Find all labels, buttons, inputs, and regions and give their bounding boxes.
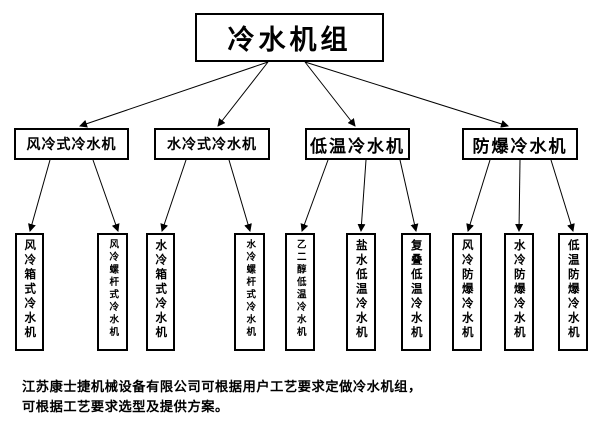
connector-cat4-leaf-2 bbox=[515, 159, 524, 232]
connector-cat4-leaf-3 bbox=[550, 159, 575, 232]
root-node: 冷水机组 bbox=[195, 13, 384, 62]
leaf-label: 水冷螺杆式冷水机 bbox=[244, 239, 256, 339]
leaf-node-water-cooled-screw: 水冷螺杆式冷水机 bbox=[234, 233, 265, 351]
category-label: 低温冷水机 bbox=[310, 136, 405, 157]
leaf-label: 水冷箱式冷水机 bbox=[154, 239, 169, 341]
connector-cat4-leaf-1 bbox=[466, 159, 491, 232]
leaf-node-water-cooled-box: 水冷箱式冷水机 bbox=[146, 233, 175, 351]
connector-cat3-leaf-3 bbox=[399, 159, 419, 232]
category-node-explosion-proof: 防爆冷水机 bbox=[462, 128, 578, 160]
leaf-node-air-cooled-screw: 风冷螺杆式冷水机 bbox=[97, 233, 128, 351]
category-node-air-cooled: 风冷式冷水机 bbox=[14, 128, 129, 160]
connector-root-cat-3 bbox=[304, 61, 356, 127]
connector-cat1-leaf-1 bbox=[28, 159, 51, 232]
leaf-label: 复叠低温冷水机 bbox=[409, 239, 424, 341]
leaf-node-cascade-low-temp: 复叠低温冷水机 bbox=[401, 233, 431, 351]
connector-cat3-leaf-2 bbox=[357, 159, 367, 232]
category-node-water-cooled: 水冷式冷水机 bbox=[154, 128, 270, 160]
root-label: 冷水机组 bbox=[227, 25, 352, 56]
leaf-label: 低温防爆冷水机 bbox=[566, 239, 581, 341]
caption-line-2: 可根据工艺要求选型及提供方案。 bbox=[22, 400, 229, 415]
connector-cat2-leaf-1 bbox=[160, 159, 187, 232]
leaf-node-air-cooled-explosion-proof: 风冷防爆冷水机 bbox=[452, 233, 482, 351]
connector-root-cat-4 bbox=[304, 61, 509, 128]
connector-root-cat-1 bbox=[79, 61, 269, 128]
connector-root-cat-2 bbox=[217, 61, 269, 127]
connector-cat1-leaf-2 bbox=[92, 159, 120, 232]
leaf-node-water-cooled-explosion-proof: 水冷防爆冷水机 bbox=[504, 233, 534, 351]
leaf-node-air-cooled-box: 风冷箱式冷水机 bbox=[15, 233, 44, 351]
leaf-label: 风冷螺杆式冷水机 bbox=[107, 239, 119, 339]
leaf-label: 风冷防爆冷水机 bbox=[460, 239, 475, 341]
leaf-label: 盐水低温冷水机 bbox=[354, 239, 369, 341]
leaf-node-brine-low-temp: 盐水低温冷水机 bbox=[346, 233, 376, 351]
category-label: 防爆冷水机 bbox=[472, 136, 568, 157]
category-label: 水冷式冷水机 bbox=[167, 137, 257, 153]
leaf-node-glycol-low-temp: 乙二醇低温冷水机 bbox=[285, 233, 315, 351]
caption-line-1: 江苏康士捷机械设备有限公司可根据用户工艺要求定做冷水机组， bbox=[22, 380, 422, 395]
leaf-label: 风冷箱式冷水机 bbox=[23, 239, 38, 341]
caption-text: 江苏康士捷机械设备有限公司可根据用户工艺要求定做冷水机组， 可根据工艺要求选型及… bbox=[22, 378, 592, 418]
category-label: 风冷式冷水机 bbox=[26, 137, 117, 153]
connector-cat3-leaf-1 bbox=[300, 159, 329, 232]
connector-cat2-leaf-2 bbox=[228, 159, 252, 232]
leaf-node-low-temp-explosion-proof: 低温防爆冷水机 bbox=[558, 233, 588, 351]
leaf-label: 乙二醇低温冷水机 bbox=[294, 239, 306, 339]
category-node-low-temp: 低温冷水机 bbox=[305, 128, 410, 160]
leaf-label: 水冷防爆冷水机 bbox=[512, 239, 527, 341]
